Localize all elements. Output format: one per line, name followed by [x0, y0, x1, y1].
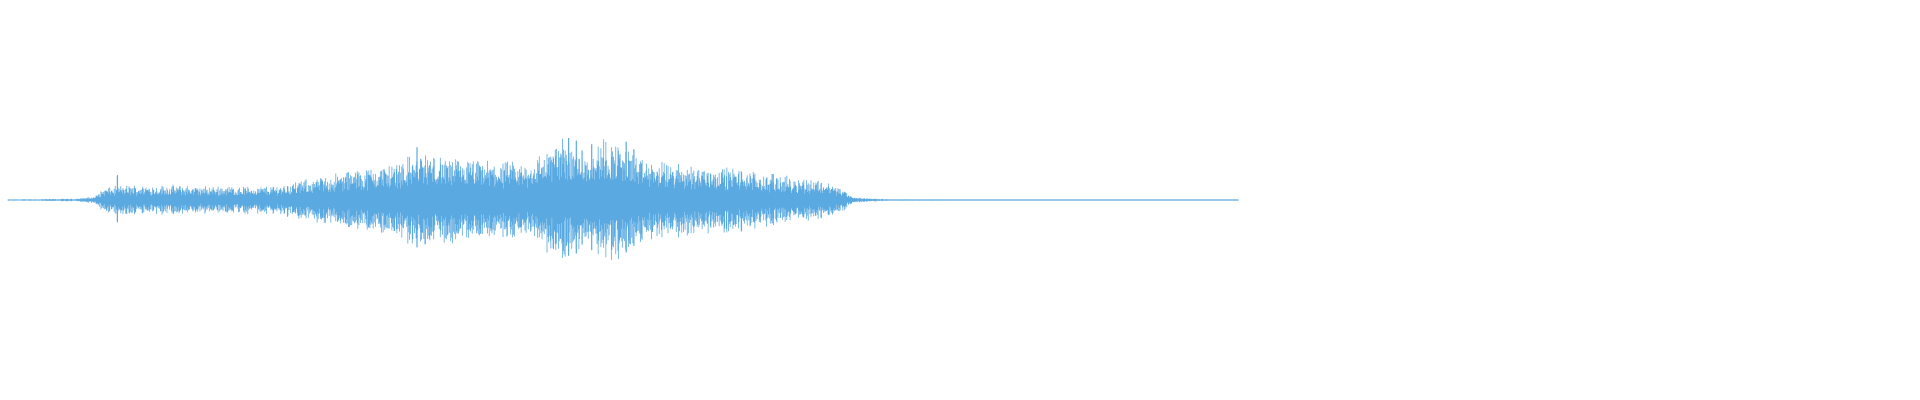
waveform-panel[interactable]: [0, 0, 1920, 400]
audio-waveform[interactable]: [0, 0, 1920, 400]
